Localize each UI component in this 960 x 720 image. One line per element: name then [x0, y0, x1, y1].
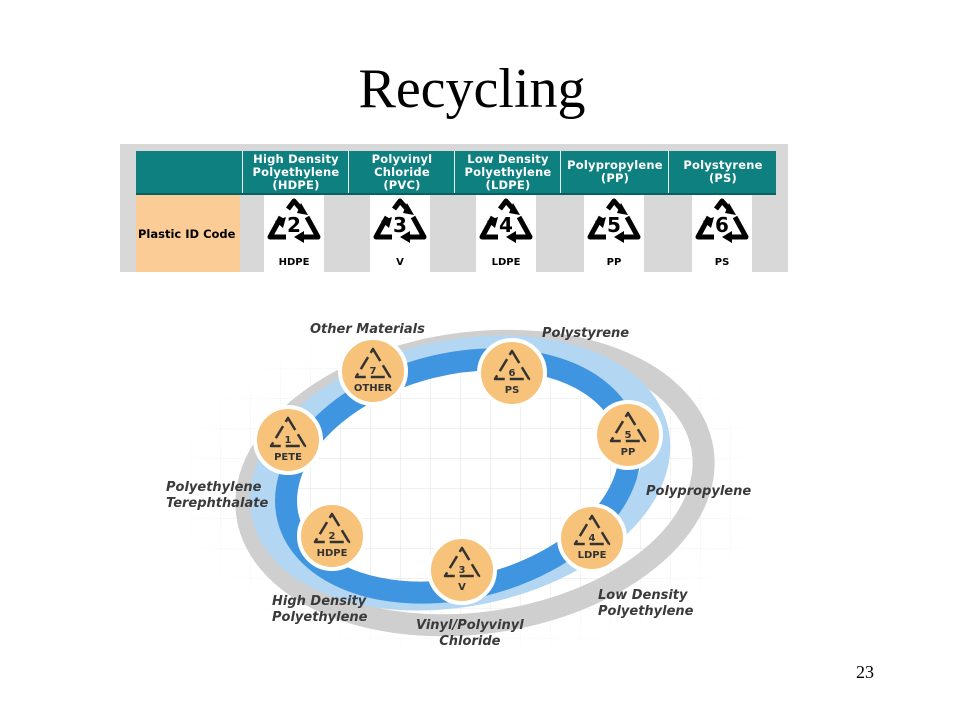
code-label-ldpe: LDPE	[491, 257, 521, 268]
page-number: 23	[856, 662, 874, 682]
recycle-triangle-icon	[354, 347, 392, 379]
badge-code: LDPE	[578, 550, 607, 561]
badge-code: PP	[621, 447, 636, 458]
badge-code: HDPE	[317, 548, 348, 559]
header-ldpe: Low Density Polyethylene (LDPE)	[454, 151, 561, 193]
label-other-materials: Other Materials	[310, 322, 425, 337]
badge-number: 3	[459, 565, 466, 576]
recycle-triangle-icon	[573, 514, 611, 546]
code-cell-pp: 5 PP	[584, 195, 644, 272]
badge-circle	[338, 336, 408, 406]
code-cell-pvc: 3 V	[370, 195, 430, 272]
code-number-ps: 6	[715, 213, 729, 237]
row-label-text: Plastic ID Code	[138, 226, 236, 241]
code-number-pvc: 3	[393, 213, 407, 237]
badge-number: 5	[625, 430, 632, 441]
recycle-triangle-icon: 5	[587, 198, 641, 243]
recycle-triangle-icon: 2	[267, 198, 321, 243]
label-polypropylene: Polypropylene	[646, 484, 752, 499]
badge-circle	[427, 535, 497, 605]
label-vinyl-polyvinyl-chloride: Vinyl/Polyvinyl Chloride	[416, 618, 524, 649]
label-polyethylene-terephthalate: Polyethylene Terephthalate	[166, 480, 269, 511]
recycle-triangle-icon: 6	[695, 198, 749, 243]
code-label-ps: PS	[714, 257, 730, 268]
header-pp: Polypropylene (PP)	[560, 151, 669, 193]
row-label: Plastic ID Code	[136, 195, 240, 272]
code-cell-ps: 6 PS	[692, 195, 752, 272]
label-polystyrene: Polystyrene	[542, 326, 630, 341]
badge-code: V	[458, 582, 466, 593]
badge-circle	[557, 503, 627, 573]
code-label-pvc: V	[396, 257, 404, 268]
badge-number: 7	[370, 366, 377, 377]
recycle-triangle-icon	[609, 411, 647, 443]
label-high-density-polyethylene: High Density Polyethylene	[272, 594, 368, 625]
code-number-pp: 5	[607, 213, 621, 237]
badge-circle	[253, 405, 323, 475]
badge-code: PETE	[274, 452, 302, 463]
table-header-row: High Density Polyethylene (HDPE) Polyvin…	[136, 151, 776, 195]
badge-circle	[593, 400, 663, 470]
header-ps: Polystyrene (PS)	[668, 151, 777, 193]
badge-number: 1	[285, 435, 292, 446]
badge-v: 3V	[427, 535, 497, 605]
header-pvc: Polyvinyl Chloride (PVC)	[348, 151, 455, 193]
badge-circle	[477, 338, 547, 408]
badge-pp: 5PP	[593, 400, 663, 470]
plastic-id-table: High Density Polyethylene (HDPE) Polyvin…	[120, 144, 788, 272]
badge-code: PS	[505, 385, 520, 396]
slide-title: Recycling	[358, 58, 586, 120]
badge-circle	[297, 501, 367, 571]
label-low-density-polyethylene: Low Density Polyethylene	[598, 588, 694, 619]
badge-ps: 6PS	[477, 338, 547, 408]
code-cell-hdpe: 2 HDPE	[264, 195, 324, 272]
recycle-triangle-icon: 3	[373, 198, 427, 243]
badge-number: 6	[509, 368, 516, 379]
recycle-triangle-icon	[269, 416, 307, 448]
code-label-pp: PP	[606, 257, 622, 268]
recycle-triangle-icon	[493, 349, 531, 381]
badge-code: OTHER	[354, 383, 393, 394]
recycle-triangle-icon	[443, 546, 481, 578]
recycle-triangle-icon: 4	[479, 198, 533, 243]
recycle-triangle-icon	[313, 512, 351, 544]
code-number-hdpe: 2	[287, 213, 301, 237]
badge-number: 4	[589, 533, 596, 544]
header-hdpe: High Density Polyethylene (HDPE)	[242, 151, 349, 193]
code-cell-ldpe: 4 LDPE	[476, 195, 536, 272]
code-number-ldpe: 4	[499, 213, 513, 237]
badge-number: 2	[329, 531, 336, 542]
code-label-hdpe: HDPE	[278, 257, 310, 268]
